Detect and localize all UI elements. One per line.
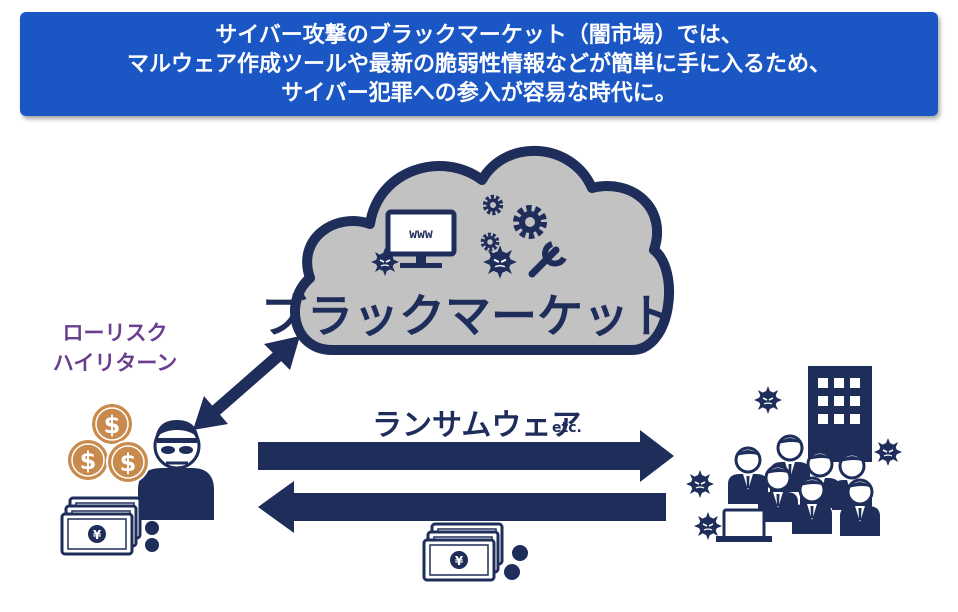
high-return-label: ハイリターン: [52, 351, 178, 375]
dollar-symbol: $: [80, 447, 97, 475]
dollar-symbol: $: [104, 411, 121, 439]
dollar-coins: $ $ $: [66, 402, 150, 484]
ransomware-label: ランサムウェア: [372, 408, 582, 443]
money-stack-icon: ¥: [60, 496, 159, 556]
arrow-to-attacker: [258, 481, 666, 533]
headline-line-2: マルウェア作成ツールや最新の脆弱性情報などが簡単に手に入るため、: [126, 51, 831, 77]
virus-icon: [693, 511, 723, 541]
yen-symbol: ¥: [93, 528, 102, 542]
yen-symbol: ¥: [455, 554, 464, 568]
headline-banner: サイバー攻撃のブラックマーケット（闇市場）では、 マルウェア作成ツールや最新の脆…: [20, 12, 938, 116]
virus-icon: [685, 469, 715, 499]
monitor-icon: [385, 209, 457, 268]
monitor-www-text: www: [409, 227, 433, 242]
building-icon: [808, 366, 872, 462]
double-arrow: [193, 336, 300, 430]
wrench-icon: [528, 241, 567, 278]
cloud-label: ブラックマーケット: [261, 289, 675, 343]
arrow-to-victims: [258, 430, 674, 482]
headline-line-1: サイバー攻撃のブラックマーケット（闇市場）では、: [215, 22, 743, 48]
black-market-cloud: [290, 145, 675, 355]
money-stack-icon: ¥: [422, 522, 528, 582]
virus-icon: [753, 385, 783, 415]
headline-line-3: サイバー犯罪への参入が容易な時代に。: [281, 80, 677, 106]
virus-icon: [873, 437, 903, 467]
etc-label: etc.: [552, 420, 582, 436]
company-people-icon: [716, 434, 882, 542]
virus-icon: [370, 247, 400, 277]
low-risk-label: ローリスク: [62, 321, 168, 345]
dollar-symbol: $: [120, 449, 137, 477]
hacker-icon: [138, 420, 214, 520]
virus-icon: [482, 244, 518, 280]
